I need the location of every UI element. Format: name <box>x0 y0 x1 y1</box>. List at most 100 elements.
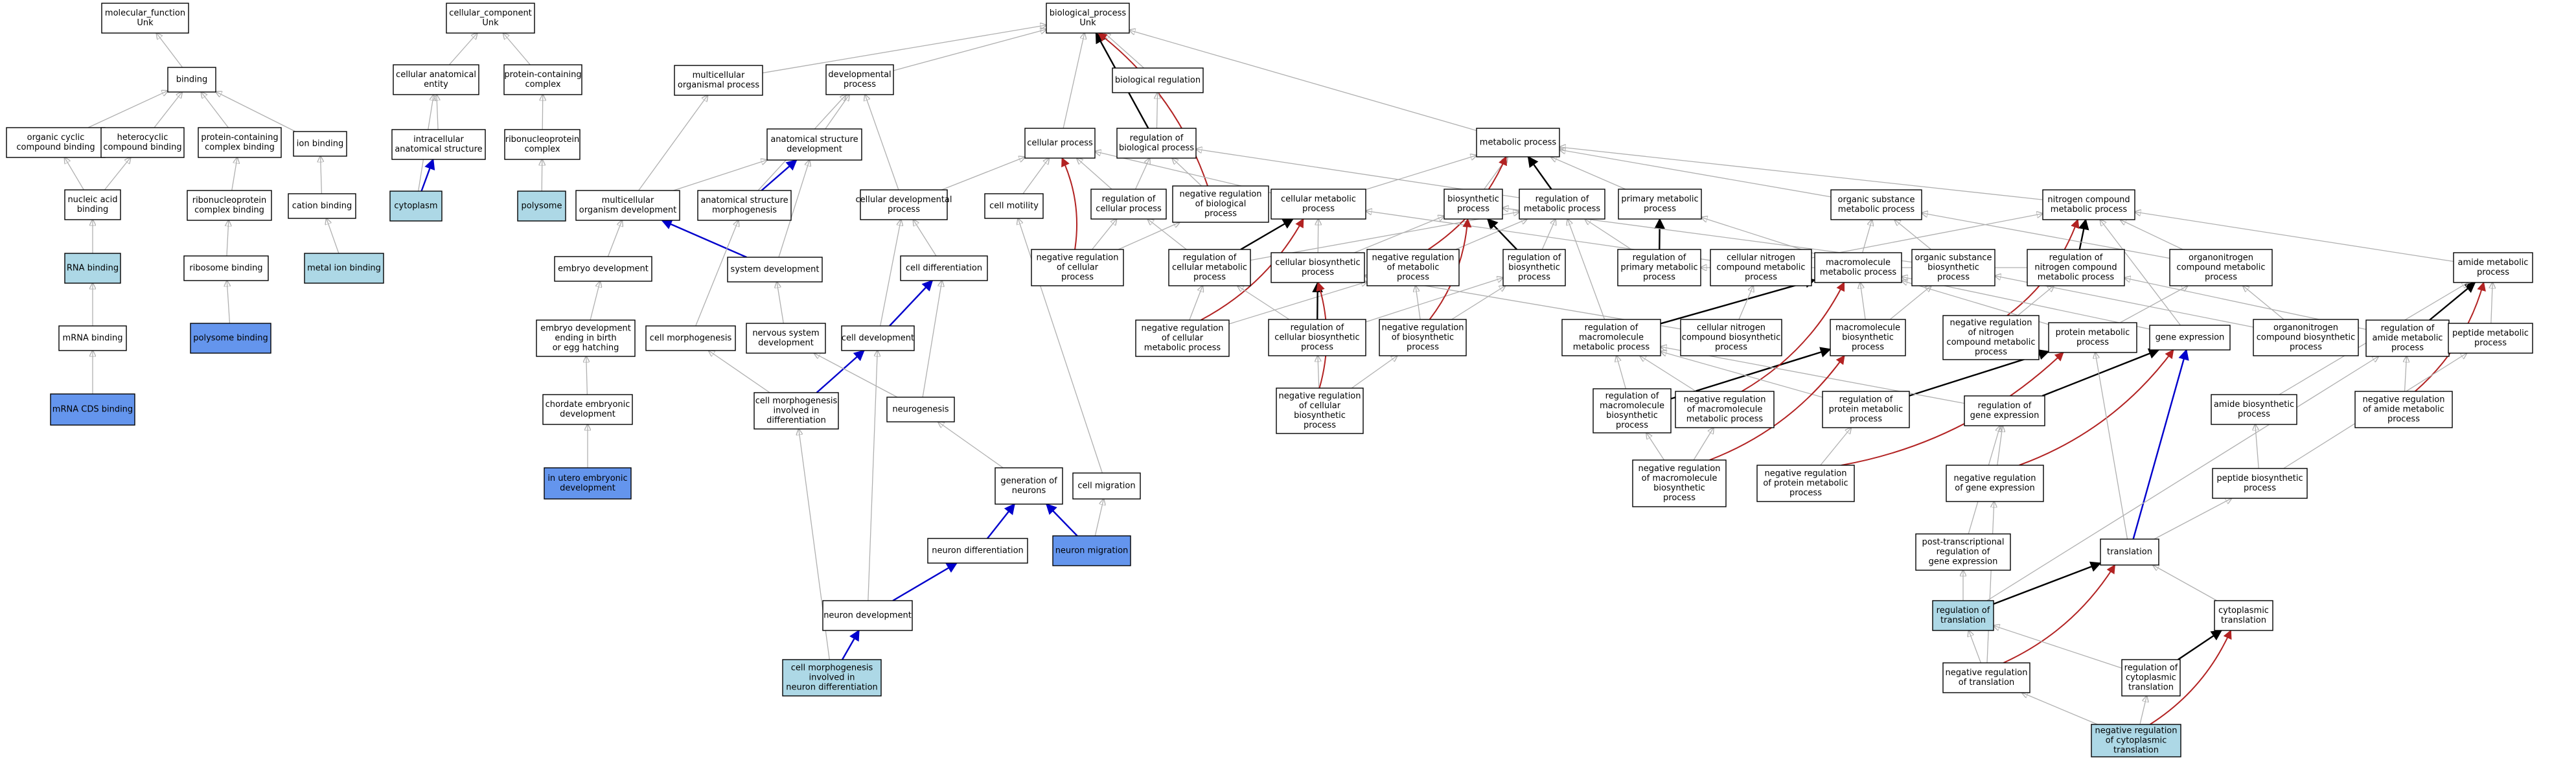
node-box <box>2253 319 2359 356</box>
node-label: process <box>2391 343 2424 353</box>
node-box <box>50 393 135 426</box>
node-label: polysome binding <box>193 334 268 343</box>
edge-is-a <box>2243 286 2284 320</box>
node-label: morphogenesis <box>712 205 777 215</box>
edge-is-a <box>893 29 1046 71</box>
node-box <box>1052 535 1131 566</box>
edge-is-a <box>1551 157 1626 190</box>
edge-is-a <box>762 25 1046 74</box>
node-label: biological regulation <box>1115 76 1201 86</box>
node-label: organic substance <box>1838 195 1915 205</box>
node-box <box>1268 319 1366 356</box>
edge-is-a <box>2022 693 2098 725</box>
edge-is-a <box>1986 356 2378 601</box>
edge-is-a <box>1118 222 1180 250</box>
edge-is-a <box>1189 286 1202 321</box>
node-label: translation <box>1940 616 1986 625</box>
node-label: or egg hatching <box>553 343 619 353</box>
edge-is-a <box>2120 220 2183 250</box>
node-box <box>393 64 479 95</box>
edge-is-a <box>1092 219 1117 250</box>
node-label: negative regulation <box>2362 395 2444 405</box>
node-box <box>190 323 271 354</box>
node-system-development: system development <box>727 257 823 283</box>
node-polysome-binding: polysome binding <box>190 323 271 354</box>
node-label: regulation of <box>1633 253 1686 263</box>
node-box <box>674 65 763 96</box>
node-box <box>766 128 862 161</box>
node-label: organonitrogen <box>2273 323 2338 333</box>
node-neuron-migration: neuron migration <box>1052 535 1131 566</box>
edge-is-a <box>1147 219 1187 250</box>
node-label: Unk <box>137 18 154 28</box>
node-box <box>886 397 955 422</box>
node-label: primary metabolic <box>1621 194 1698 204</box>
node-label: involved in <box>773 406 819 416</box>
node-label: ribonucleoprotein <box>192 196 267 205</box>
edge-is-a <box>695 220 739 327</box>
edge-is-a <box>156 33 183 68</box>
node-label: organic cyclic <box>27 133 85 143</box>
node-box <box>167 67 216 93</box>
edge-is-a <box>1094 499 1103 537</box>
node-label: negative regulation <box>1141 324 1223 334</box>
edge-is-a <box>880 220 901 327</box>
node-label: cellular_component <box>449 8 532 18</box>
node-label: process <box>1407 343 1439 352</box>
node-box <box>2048 322 2137 353</box>
node-ribosome-binding: ribosome binding <box>183 255 269 281</box>
node-box <box>1379 319 1467 356</box>
node-label: cation binding <box>292 202 352 211</box>
edge-is-a <box>2017 286 2054 316</box>
edge-is-a <box>1820 428 1851 466</box>
node-box <box>1090 189 1167 220</box>
edge-is-a <box>1616 356 1626 389</box>
node-label: cellular process <box>1096 204 1162 214</box>
node-label: process <box>1302 204 1335 214</box>
node-label: neuron differentiation <box>932 546 1024 556</box>
node-label: regulation of <box>1585 323 1639 333</box>
node-label: organic substance <box>1915 253 1992 263</box>
node-label: compound metabolic <box>2176 263 2265 273</box>
node-label: negative regulation <box>1683 395 1765 405</box>
node-rna-binding: RNA binding <box>64 253 121 284</box>
node-label: involved in <box>809 673 855 683</box>
node-label: development <box>560 410 615 419</box>
node-box <box>1946 465 2044 502</box>
node-label: organonitrogen <box>2189 253 2253 263</box>
node-label: post-transcriptional <box>1922 538 2004 548</box>
edge-is-a <box>1156 93 1157 129</box>
edge-negative <box>1061 157 1077 250</box>
node-label: process <box>1302 268 1334 277</box>
node-label: negative regulation <box>1036 253 1118 263</box>
node-label: cell motility <box>989 202 1039 211</box>
node-label: process <box>1304 421 1336 430</box>
node-label: protein metabolic <box>1829 405 1903 415</box>
node-label: anatomical structure <box>770 135 858 144</box>
node-cell-morphogenesis: cell morphogenesis <box>645 325 736 351</box>
edge-is-a <box>1994 626 2122 669</box>
edge-is-a <box>941 157 1025 190</box>
node-label: negative regulation <box>1381 323 1464 333</box>
edge-part-of <box>1312 281 1324 320</box>
node-label: negative regulation <box>1949 318 2032 328</box>
node-label: process <box>1715 343 1747 352</box>
edge-is-a <box>1416 286 1421 320</box>
edge-is-a <box>1811 214 2043 259</box>
node-label: intracellular <box>413 135 464 144</box>
node-label: process <box>1204 209 1237 219</box>
edge-negative <box>1741 281 1845 392</box>
